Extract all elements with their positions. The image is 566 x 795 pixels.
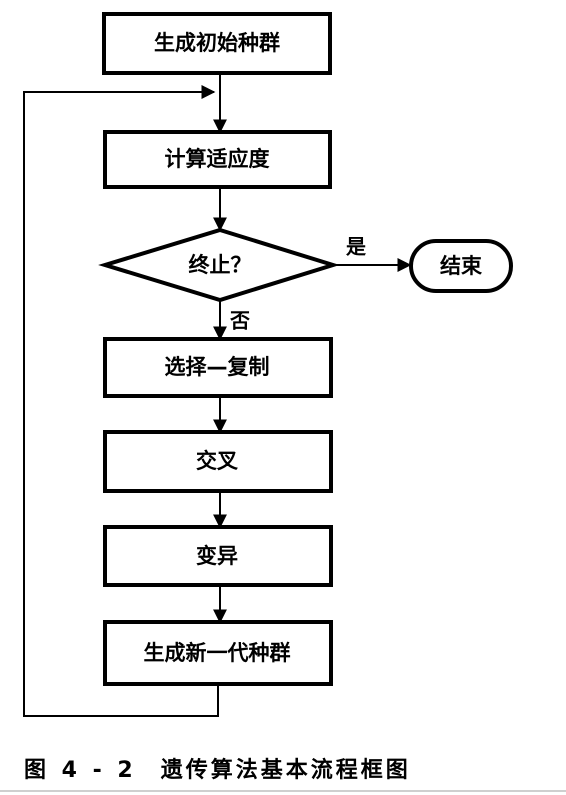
genetic-algorithm-flowchart: 生成初始种群 计算适应度 终止？ 是 否 结束 选择—复制 交叉 变异 生成新一… bbox=[23, 12, 513, 717]
node-crossover: 交叉 bbox=[103, 430, 333, 493]
node-end-label: 结束 bbox=[440, 254, 483, 278]
node-crossover-label: 交叉 bbox=[196, 449, 239, 473]
figure-number: 图 4 - 2 bbox=[24, 758, 137, 783]
node-compute-fitness-label: 计算适应度 bbox=[165, 147, 270, 171]
node-end: 结束 bbox=[409, 239, 513, 293]
node-new-generation-label: 生成新一代种群 bbox=[144, 641, 291, 665]
figure-title: 遗传算法基本流程框图 bbox=[160, 758, 411, 783]
node-mutation: 变异 bbox=[103, 525, 333, 587]
edge-label-yes: 是 bbox=[345, 235, 366, 259]
node-init-population: 生成初始种群 bbox=[102, 12, 332, 75]
edge-loop-back bbox=[23, 85, 219, 717]
edges bbox=[23, 73, 412, 717]
node-init-population-label: 生成初始种群 bbox=[154, 31, 280, 55]
node-mutation-label: 变异 bbox=[196, 544, 238, 568]
node-new-generation: 生成新一代种群 bbox=[103, 620, 333, 686]
node-terminate-label: 终止？ bbox=[189, 253, 252, 277]
node-compute-fitness: 计算适应度 bbox=[103, 130, 332, 189]
figure-caption: 图 4 - 2 遗传算法基本流程框图 bbox=[24, 752, 411, 784]
node-selection-copy: 选择—复制 bbox=[103, 337, 333, 398]
bottom-divider bbox=[0, 790, 566, 792]
node-selection-copy-label: 选择—复制 bbox=[165, 355, 270, 379]
edge-label-no: 否 bbox=[229, 309, 250, 333]
node-terminate-decision: 终止？ bbox=[98, 227, 340, 303]
